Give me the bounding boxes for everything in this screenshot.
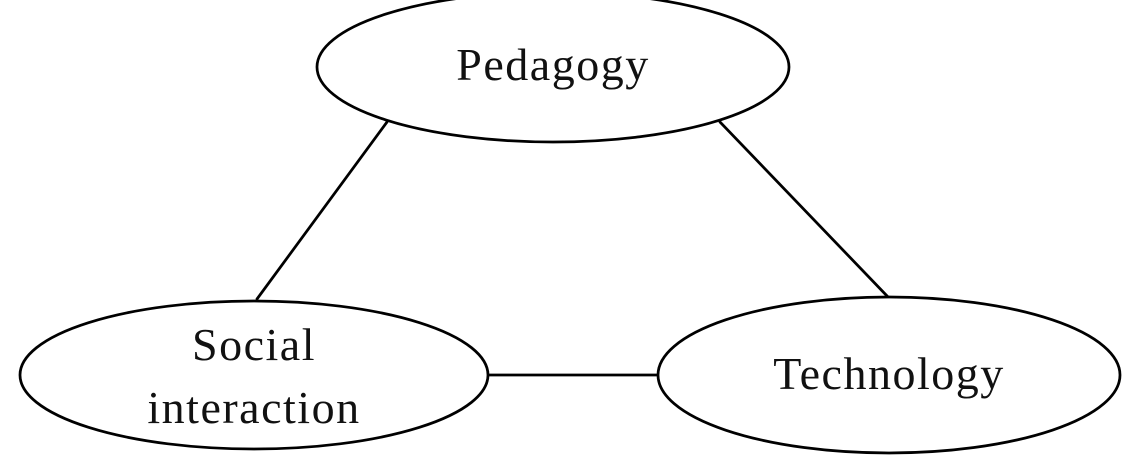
node-technology-ellipse bbox=[656, 295, 1122, 455]
node-technology-label: Technology bbox=[773, 348, 1005, 399]
node-social-interaction: Social interaction bbox=[18, 299, 490, 451]
node-social-interaction-label-line2: interaction bbox=[147, 382, 360, 433]
edge-pedagogy-social-interaction bbox=[255, 120, 389, 301]
node-social-interaction-label-line1: Social bbox=[192, 319, 316, 370]
node-technology: Technology bbox=[656, 295, 1122, 455]
node-social-interaction-ellipse bbox=[18, 299, 490, 451]
node-pedagogy: Pedagogy bbox=[315, 0, 791, 144]
node-pedagogy-ellipse bbox=[315, 0, 791, 144]
edge-pedagogy-technology bbox=[718, 120, 891, 300]
node-pedagogy-label: Pedagogy bbox=[456, 39, 649, 90]
